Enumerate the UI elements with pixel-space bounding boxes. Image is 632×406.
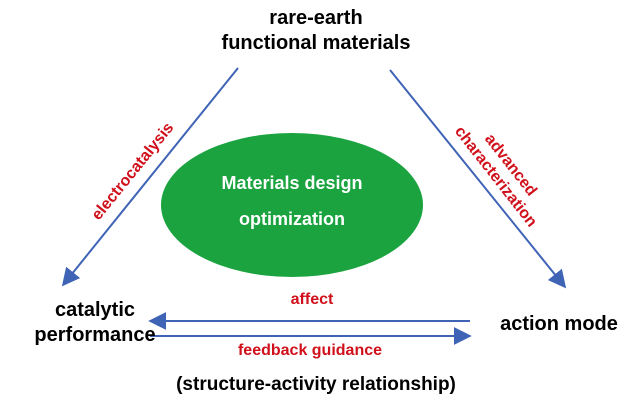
node-top-line2: functional materials [221, 32, 411, 54]
center-ellipse [161, 133, 423, 277]
node-rare-earth-functional-materials: rare-earth functional materials [166, 6, 466, 56]
node-catalytic-performance: catalytic performance [20, 298, 170, 348]
node-left-line1: catalytic [54, 299, 136, 321]
node-action-mode: action mode [500, 313, 618, 335]
node-top-line1: rare-earth [269, 7, 363, 29]
label-feedback-guidance: feedback guidance [237, 342, 383, 359]
node-left-line2: performance [34, 324, 156, 346]
label-affect: affect [290, 291, 334, 308]
center-line2: optimization [239, 209, 345, 229]
center-line1: Materials design [221, 173, 363, 193]
right-diagonal-arrow [389, 69, 567, 289]
left-diagonal-arrow [61, 67, 239, 287]
footer-relationship: (structure-activity relationship) [176, 374, 456, 395]
